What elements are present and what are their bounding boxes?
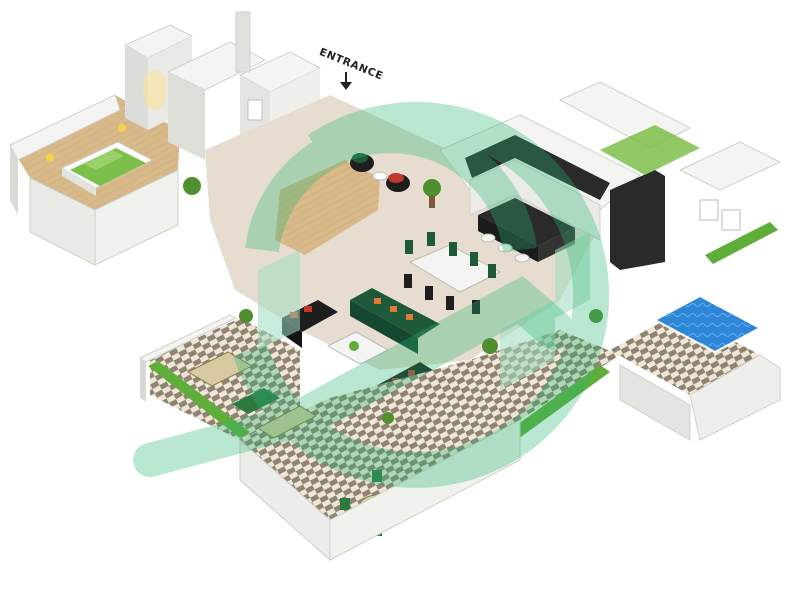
living-area-floor [205,95,600,370]
glass-partitions [258,232,590,390]
arrow-down-icon [340,72,352,90]
column [235,11,251,73]
wooden-stair-deck [275,160,380,255]
pool-deck [610,294,781,441]
bar-stools [480,233,530,263]
terrace [138,314,620,562]
bedroom [9,94,180,266]
watermark-logo [133,101,610,488]
table-plant [349,341,359,351]
decor-plants [183,177,603,424]
kitchen-island [478,198,575,262]
planter-right [705,222,778,264]
washer [699,199,719,221]
dining-set [404,232,502,314]
swimming-pool [652,294,763,354]
toilet [247,99,263,121]
plant [423,179,441,197]
terrace-railing-front [329,419,521,561]
sofa-green [350,288,440,338]
kitchen [439,114,665,270]
dryer [721,209,741,231]
lounge-bench [186,351,318,439]
planter-left [148,361,250,438]
bedside-lamp-left [46,154,54,162]
refrigerator [610,170,665,270]
wardrobe-bath-block [123,11,322,160]
bedside-lamp-right [118,124,126,132]
entrance-lounge [350,153,441,208]
bed [60,141,154,196]
laundry-room [558,81,782,264]
